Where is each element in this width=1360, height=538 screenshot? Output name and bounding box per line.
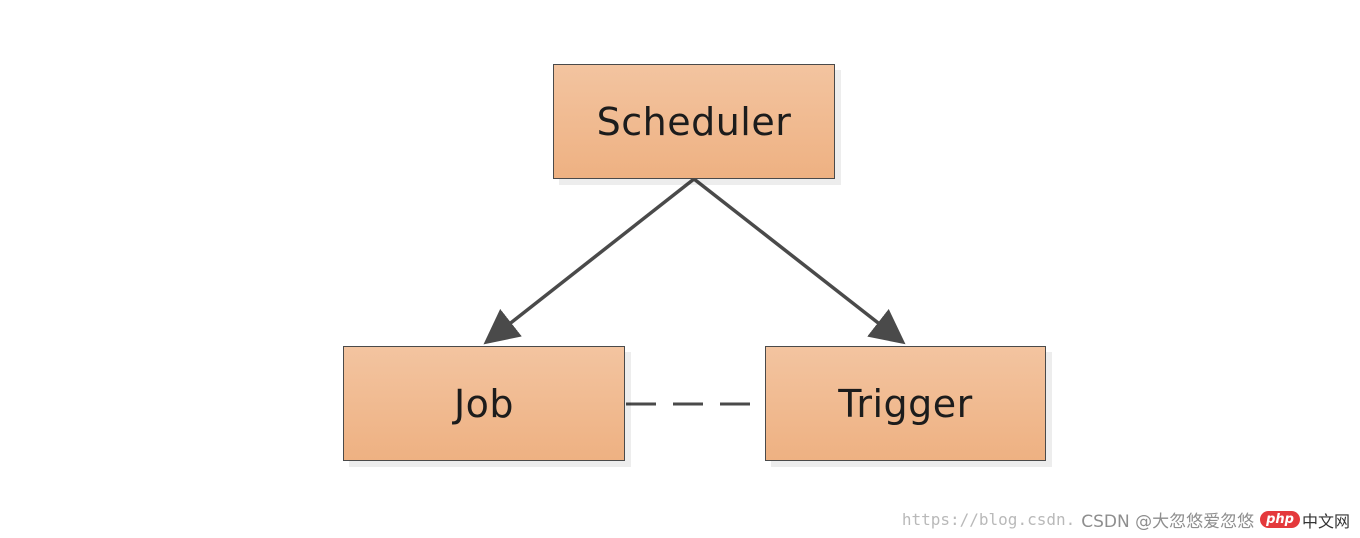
trigger-node: Trigger [765, 346, 1046, 461]
trigger-label: Trigger [838, 381, 973, 426]
arrow-scheduler-to-trigger [692, 177, 906, 345]
scheduler-label: Scheduler [596, 99, 792, 144]
scheduler-node: Scheduler [553, 64, 835, 179]
job-label: Job [453, 381, 515, 426]
watermark-csdn: CSDN @大忽悠爱忽悠 [1081, 512, 1255, 532]
job-node: Job [343, 346, 625, 461]
watermark: https://blog.csdn. CSDN @大忽悠爱忽悠 php 中文网 [902, 507, 1350, 532]
watermark-url: https://blog.csdn. [901, 510, 1076, 529]
arrow-scheduler-to-job [483, 177, 696, 345]
php-text: 中文网 [1301, 511, 1350, 531]
php-logo: php 中文网 [1260, 508, 1350, 532]
php-badge: php [1260, 511, 1300, 528]
